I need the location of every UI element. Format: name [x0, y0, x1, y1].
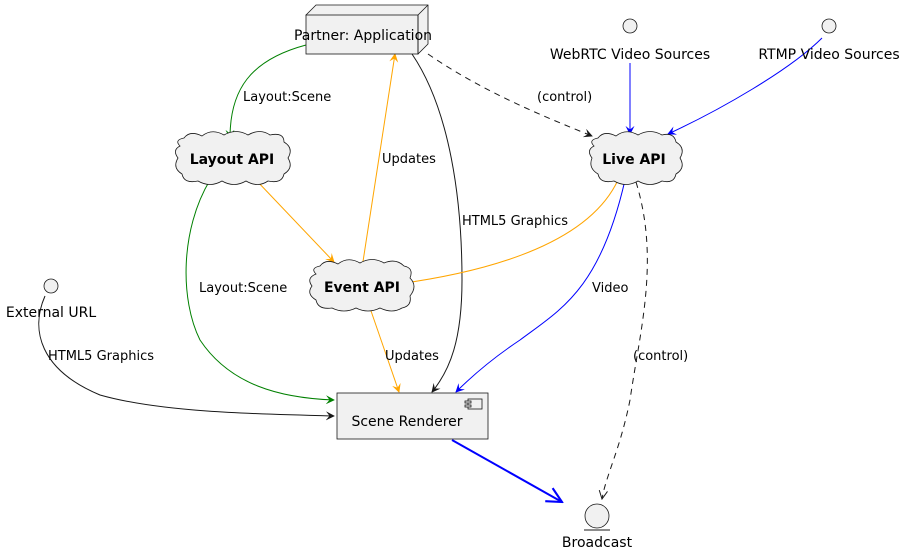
edge-live-to-broadcast: (control)	[602, 181, 688, 499]
node-label-partner-application: Partner: Application	[294, 28, 432, 44]
node-label-layout-api: Layout API	[190, 152, 275, 168]
node-webrtc-video-sources: WebRTC Video Sources	[550, 18, 710, 63]
edge-layout-to-renderer: Layout:Scene	[185, 179, 335, 405]
node-label-external-url: External URL	[6, 305, 97, 321]
edge-event-to-partner: Updates	[361, 53, 436, 269]
node-rtmp-video-sources: RTMP Video Sources	[758, 18, 900, 63]
edge-external-to-renderer: HTML5 Graphics	[38, 295, 335, 421]
node-live-api: Live API	[589, 131, 683, 185]
edge-partner-to-renderer: HTML5 Graphics	[411, 53, 568, 393]
edge-live-to-renderer: Video	[455, 179, 628, 393]
node-layout-api: Layout API	[175, 131, 291, 185]
node-event-api: Event API	[309, 259, 415, 312]
edge-partner-to-live: (control)	[427, 53, 593, 138]
edge-rtmp-to-live	[667, 37, 823, 135]
edge-label-event-to-partner: Updates	[382, 152, 436, 167]
node-scene-renderer: Scene Renderer	[336, 392, 489, 440]
edge-event-to-renderer: Updates	[369, 307, 439, 393]
edge-label-partner-to-layout: Layout:Scene	[243, 90, 331, 105]
node-label-rtmp-video-sources: RTMP Video Sources	[758, 47, 899, 63]
edge-live-to-event	[397, 179, 619, 288]
edge-label-partner-to-live: (control)	[537, 90, 592, 105]
edge-label-live-to-renderer: Video	[592, 281, 628, 296]
edge-label-event-to-renderer: Updates	[385, 349, 439, 364]
edge-renderer-to-broadcast	[451, 439, 562, 502]
edge-label-live-to-broadcast: (control)	[633, 349, 688, 364]
node-broadcast: Broadcast	[562, 503, 633, 551]
node-label-broadcast: Broadcast	[562, 535, 633, 551]
node-label-live-api: Live API	[602, 152, 666, 168]
edge-layout-to-event	[255, 179, 335, 263]
edge-label-partner-to-renderer: HTML5 Graphics	[462, 214, 568, 229]
node-label-webrtc-video-sources: WebRTC Video Sources	[550, 47, 710, 63]
node-label-event-api: Event API	[324, 280, 400, 296]
edge-label-layout-to-renderer: Layout:Scene	[199, 281, 287, 296]
node-label-scene-renderer: Scene Renderer	[351, 414, 462, 430]
edge-label-external-to-renderer: HTML5 Graphics	[48, 349, 154, 364]
edge-partner-to-layout: Layout:Scene	[225, 44, 331, 139]
node-external-url: External URL	[6, 278, 97, 321]
node-partner-application: Partner: Application	[294, 4, 432, 55]
